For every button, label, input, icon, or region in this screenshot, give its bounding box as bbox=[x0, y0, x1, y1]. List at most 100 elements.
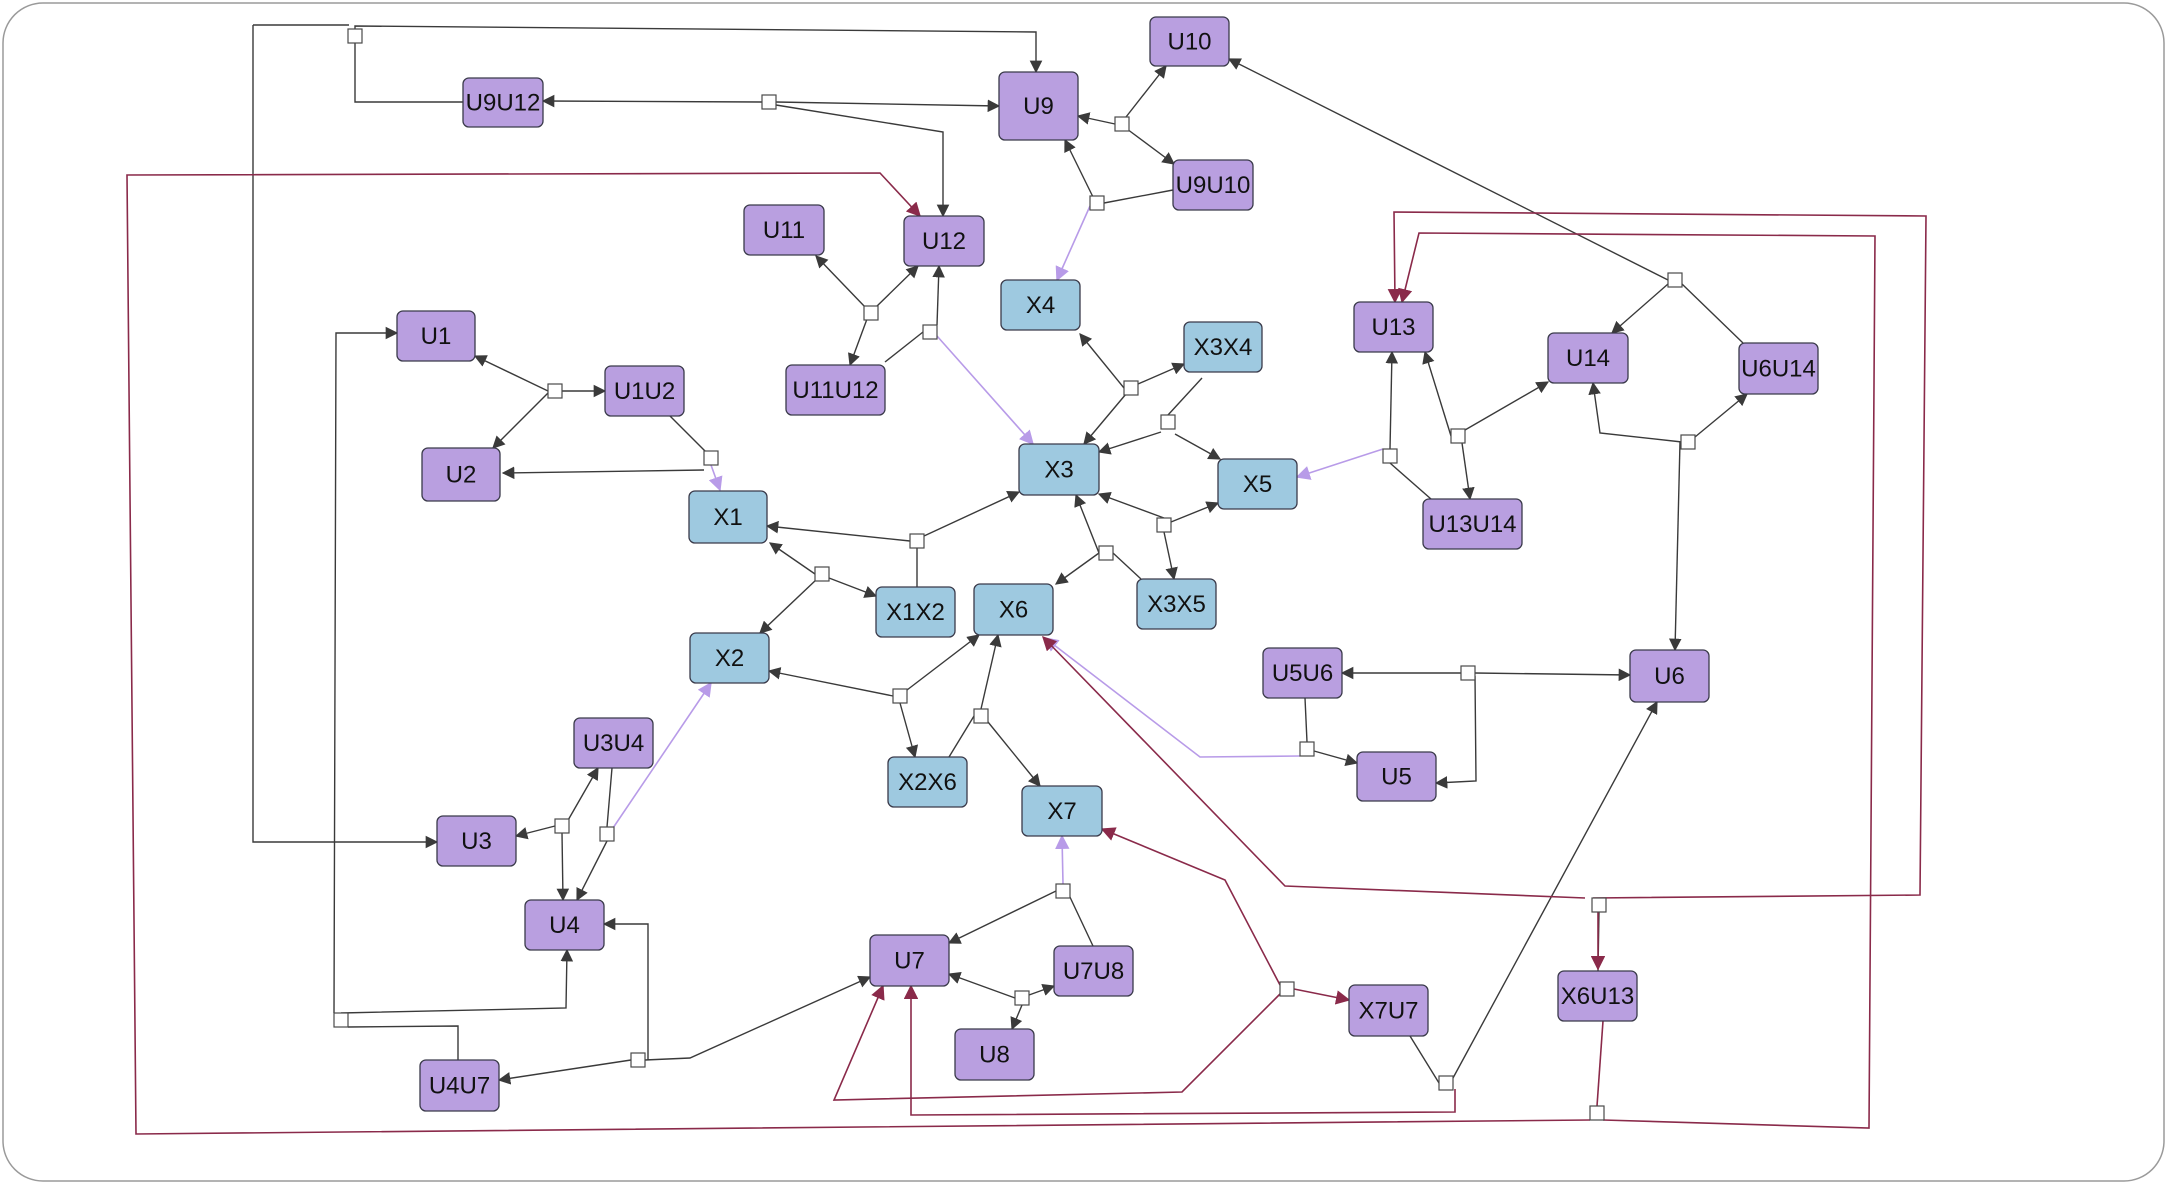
node-u9u12[interactable]: U9U12 bbox=[462, 77, 544, 128]
reaction-junction[interactable] bbox=[1591, 897, 1607, 913]
node-box[interactable] bbox=[1136, 578, 1217, 630]
node-box[interactable] bbox=[1738, 342, 1819, 395]
node-x7u7[interactable]: X7U7 bbox=[1348, 984, 1429, 1037]
reaction-junction[interactable] bbox=[547, 383, 563, 399]
reaction-junction[interactable] bbox=[1382, 448, 1398, 464]
node-box[interactable] bbox=[421, 447, 501, 502]
reaction-junction[interactable] bbox=[814, 566, 830, 582]
node-u7[interactable]: U7 bbox=[869, 934, 950, 987]
node-box[interactable] bbox=[436, 815, 517, 867]
reaction-junction[interactable] bbox=[1156, 517, 1172, 533]
reaction-junction[interactable] bbox=[1014, 990, 1030, 1006]
node-box[interactable] bbox=[1018, 443, 1100, 496]
node-x1x2[interactable]: X1X2 bbox=[875, 586, 956, 638]
reaction-junction[interactable] bbox=[1460, 665, 1476, 681]
node-box[interactable] bbox=[1172, 159, 1254, 211]
node-u12[interactable]: U12 bbox=[903, 215, 985, 267]
node-box[interactable] bbox=[524, 899, 605, 951]
reaction-junction[interactable] bbox=[761, 94, 777, 110]
node-box[interactable] bbox=[1021, 785, 1103, 837]
reaction-junction[interactable] bbox=[1123, 380, 1139, 396]
reaction-junction[interactable] bbox=[892, 688, 908, 704]
node-box[interactable] bbox=[998, 71, 1079, 141]
reaction-junction[interactable] bbox=[1299, 741, 1315, 757]
reaction-junction[interactable] bbox=[1667, 272, 1683, 288]
node-box[interactable] bbox=[973, 583, 1054, 636]
reaction-junction[interactable] bbox=[554, 818, 570, 834]
node-u10[interactable]: U10 bbox=[1149, 16, 1230, 67]
node-box[interactable] bbox=[462, 77, 544, 128]
reaction-junction[interactable] bbox=[1089, 195, 1105, 211]
node-u3[interactable]: U3 bbox=[436, 815, 517, 867]
node-box[interactable] bbox=[1217, 458, 1298, 510]
node-box[interactable] bbox=[1183, 321, 1263, 373]
node-box[interactable] bbox=[743, 204, 825, 256]
reaction-junction[interactable] bbox=[703, 450, 719, 466]
reaction-junction[interactable] bbox=[333, 1012, 349, 1028]
node-u9[interactable]: U9 bbox=[998, 71, 1079, 141]
node-u6[interactable]: U6 bbox=[1629, 649, 1710, 703]
node-u5[interactable]: U5 bbox=[1356, 751, 1437, 802]
reaction-junction[interactable] bbox=[1589, 1105, 1605, 1121]
node-u13[interactable]: U13 bbox=[1353, 301, 1434, 353]
node-x3[interactable]: X3 bbox=[1018, 443, 1100, 496]
node-x3x5[interactable]: X3X5 bbox=[1136, 578, 1217, 630]
node-box[interactable] bbox=[903, 215, 985, 267]
node-u5u6[interactable]: U5U6 bbox=[1262, 647, 1343, 699]
node-u8[interactable]: U8 bbox=[954, 1028, 1035, 1081]
node-x7[interactable]: X7 bbox=[1021, 785, 1103, 837]
node-u6u14[interactable]: U6U14 bbox=[1738, 342, 1819, 395]
node-box[interactable] bbox=[1353, 301, 1434, 353]
reaction-junction[interactable] bbox=[1055, 883, 1071, 899]
reaction-junction[interactable] bbox=[630, 1052, 646, 1068]
reaction-junction[interactable] bbox=[347, 28, 363, 44]
reaction-junction[interactable] bbox=[863, 305, 879, 321]
node-x6u13[interactable]: X6U13 bbox=[1557, 970, 1638, 1022]
node-x6[interactable]: X6 bbox=[973, 583, 1054, 636]
node-box[interactable] bbox=[1053, 945, 1134, 997]
node-box[interactable] bbox=[1000, 279, 1081, 331]
reaction-junction[interactable] bbox=[909, 533, 925, 549]
node-box[interactable] bbox=[1262, 647, 1343, 699]
reaction-junction[interactable] bbox=[599, 826, 615, 842]
node-box[interactable] bbox=[1547, 332, 1629, 384]
reaction-junction[interactable] bbox=[922, 324, 938, 340]
node-box[interactable] bbox=[887, 756, 968, 808]
node-box[interactable] bbox=[688, 490, 768, 544]
node-x2x6[interactable]: X2X6 bbox=[887, 756, 968, 808]
node-u4[interactable]: U4 bbox=[524, 899, 605, 951]
node-u9u10[interactable]: U9U10 bbox=[1172, 159, 1254, 211]
node-u14[interactable]: U14 bbox=[1547, 332, 1629, 384]
node-box[interactable] bbox=[419, 1059, 500, 1112]
node-u11u12[interactable]: U11U12 bbox=[785, 364, 886, 416]
reaction-junction[interactable] bbox=[1279, 981, 1295, 997]
node-box[interactable] bbox=[1629, 649, 1710, 703]
node-x3x4[interactable]: X3X4 bbox=[1183, 321, 1263, 373]
node-u13u14[interactable]: U13U14 bbox=[1422, 498, 1523, 550]
node-x2[interactable]: X2 bbox=[689, 632, 770, 684]
node-u1[interactable]: U1 bbox=[396, 310, 476, 362]
node-u4u7[interactable]: U4U7 bbox=[419, 1059, 500, 1112]
node-box[interactable] bbox=[869, 934, 950, 987]
node-box[interactable] bbox=[396, 310, 476, 362]
node-box[interactable] bbox=[1149, 16, 1230, 67]
node-box[interactable] bbox=[1557, 970, 1638, 1022]
node-box[interactable] bbox=[785, 364, 886, 416]
reaction-junction[interactable] bbox=[1160, 414, 1176, 430]
node-u1u2[interactable]: U1U2 bbox=[604, 365, 685, 417]
reaction-junction[interactable] bbox=[1114, 116, 1130, 132]
node-box[interactable] bbox=[689, 632, 770, 684]
node-box[interactable] bbox=[1356, 751, 1437, 802]
node-box[interactable] bbox=[954, 1028, 1035, 1081]
reaction-junction[interactable] bbox=[1098, 545, 1114, 561]
node-box[interactable] bbox=[1348, 984, 1429, 1037]
reaction-junction[interactable] bbox=[1450, 428, 1466, 444]
node-box[interactable] bbox=[604, 365, 685, 417]
node-box[interactable] bbox=[573, 717, 654, 769]
node-box[interactable] bbox=[875, 586, 956, 638]
node-x5[interactable]: X5 bbox=[1217, 458, 1298, 510]
reaction-junction[interactable] bbox=[1680, 434, 1696, 450]
node-u3u4[interactable]: U3U4 bbox=[573, 717, 654, 769]
node-box[interactable] bbox=[1422, 498, 1523, 550]
node-u2[interactable]: U2 bbox=[421, 447, 501, 502]
